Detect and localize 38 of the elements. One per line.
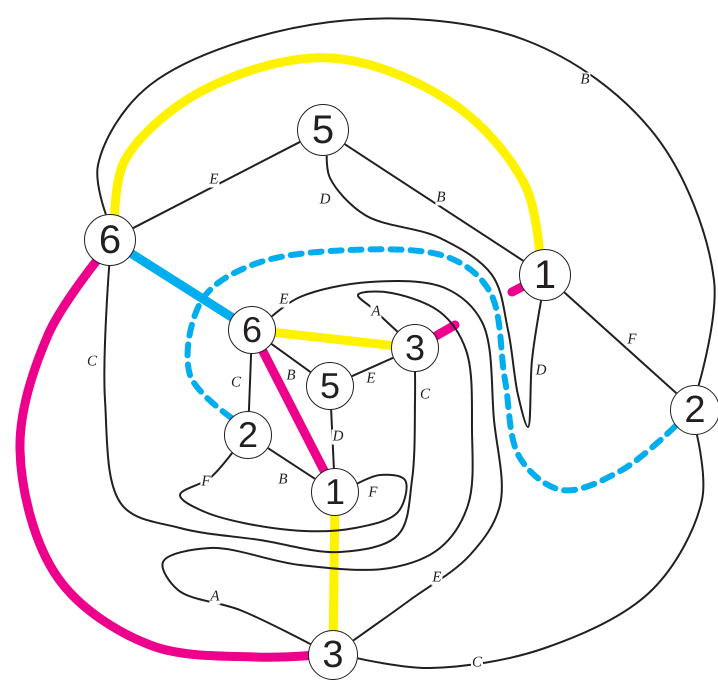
edge-label: E [208,172,220,188]
curved-connector [162,290,474,645]
numbered-circle: 6 [228,306,276,354]
numbered-circle: 2 [224,411,272,459]
curved-connector [330,410,335,468]
curved-connector [268,447,316,480]
curved-connector [564,292,678,394]
letter-label: A [209,590,221,604]
numbered-circle: 3 [391,324,439,372]
dashed-connector [184,246,679,494]
curved-connector [271,280,503,642]
numbered-circle: 6 [84,214,136,266]
thick-connector [127,249,236,322]
numbered-circle: 1 [519,249,571,301]
curved-connector [326,156,542,428]
thick-connector [431,320,460,341]
numbered-circle: 1 [311,468,359,516]
edge-label: A [370,304,382,320]
curved-connector [358,434,704,669]
curved-connector [248,354,252,412]
letter-label: E [431,570,443,586]
curved-connector [179,452,408,532]
curved-connector [96,18,716,386]
numbered-circle: 5 [306,362,354,410]
edge-label: F [626,332,638,348]
edge-label: D [332,430,344,444]
edge-label: E [278,292,290,308]
edge-label: B [435,190,447,206]
curved-connector [132,141,300,229]
thick-connector [258,346,329,476]
curved-connector [270,343,312,373]
numbered-circle: 3 [308,630,358,680]
curved-connector [352,356,394,378]
curved-connector [344,143,524,262]
numbered-circle: 2 [670,385,718,435]
curved-connector [103,266,416,554]
numbered-circle: 5 [297,104,349,156]
thick-connector [508,282,526,296]
